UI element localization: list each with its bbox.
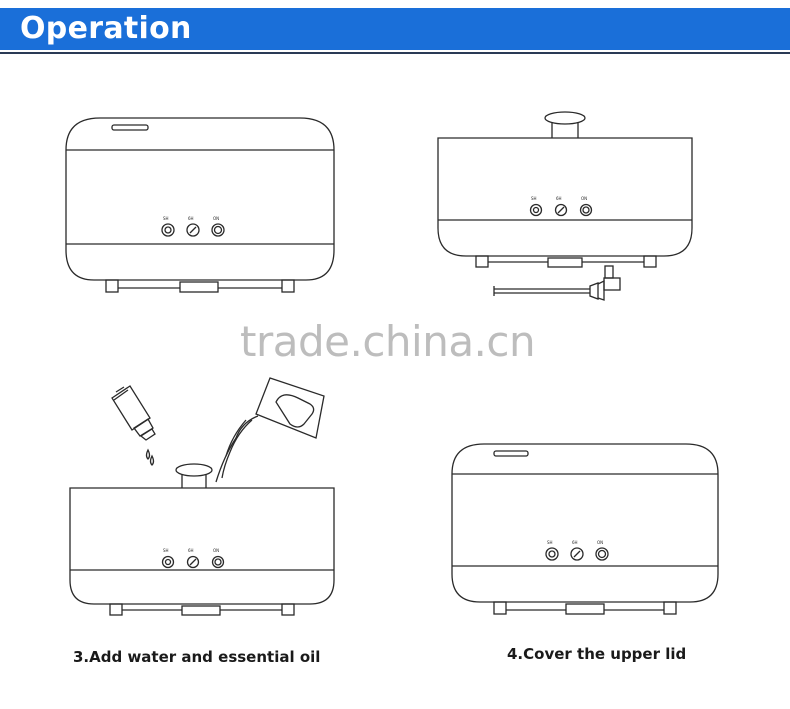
step2-control-buttons: SH 6H ON: [529, 196, 593, 217]
header-underline: [0, 52, 790, 54]
btn-label: ON: [581, 196, 587, 201]
water-pitcher-icon: [215, 377, 325, 483]
btn-label: SH: [547, 540, 553, 545]
step3-add-water-and-oil: SH 6H ON: [69, 377, 335, 616]
header: Operation: [0, 0, 790, 54]
page-title: Operation: [20, 11, 192, 46]
btn-label: 6H: [572, 540, 578, 545]
btn-label: ON: [597, 540, 603, 545]
btn-label: 6H: [188, 548, 194, 553]
step3-caption: 3.Add water and essential oil: [73, 648, 321, 666]
step4-caption: 4.Cover the upper lid: [507, 645, 687, 663]
btn-label: 6H: [188, 216, 194, 221]
power-cord-icon: [493, 265, 621, 301]
btn-label: SH: [163, 216, 169, 221]
watermark: trade.china.cn: [240, 317, 536, 366]
btn-label: SH: [163, 548, 169, 553]
btn-label: ON: [213, 216, 219, 221]
step2-open-humidifier-with-cord: SH 6H ON: [437, 111, 693, 301]
btn-label: 6H: [556, 196, 562, 201]
header-bar: [0, 8, 790, 50]
step4-cover-upper-lid: SH 6H ON: [451, 443, 719, 615]
step3-control-buttons: SH 6H ON: [161, 548, 225, 569]
btn-label: SH: [531, 196, 537, 201]
step1-control-buttons: SH 6H ON: [161, 216, 225, 237]
operation-diagram: SH 6H ON SH 6H ON: [65, 111, 719, 616]
step1-humidifier-with-lid: SH 6H ON: [65, 117, 335, 293]
step4-control-buttons: SH 6H ON: [545, 540, 609, 561]
btn-label: ON: [213, 548, 219, 553]
essential-oil-bottle-icon: [111, 385, 156, 466]
